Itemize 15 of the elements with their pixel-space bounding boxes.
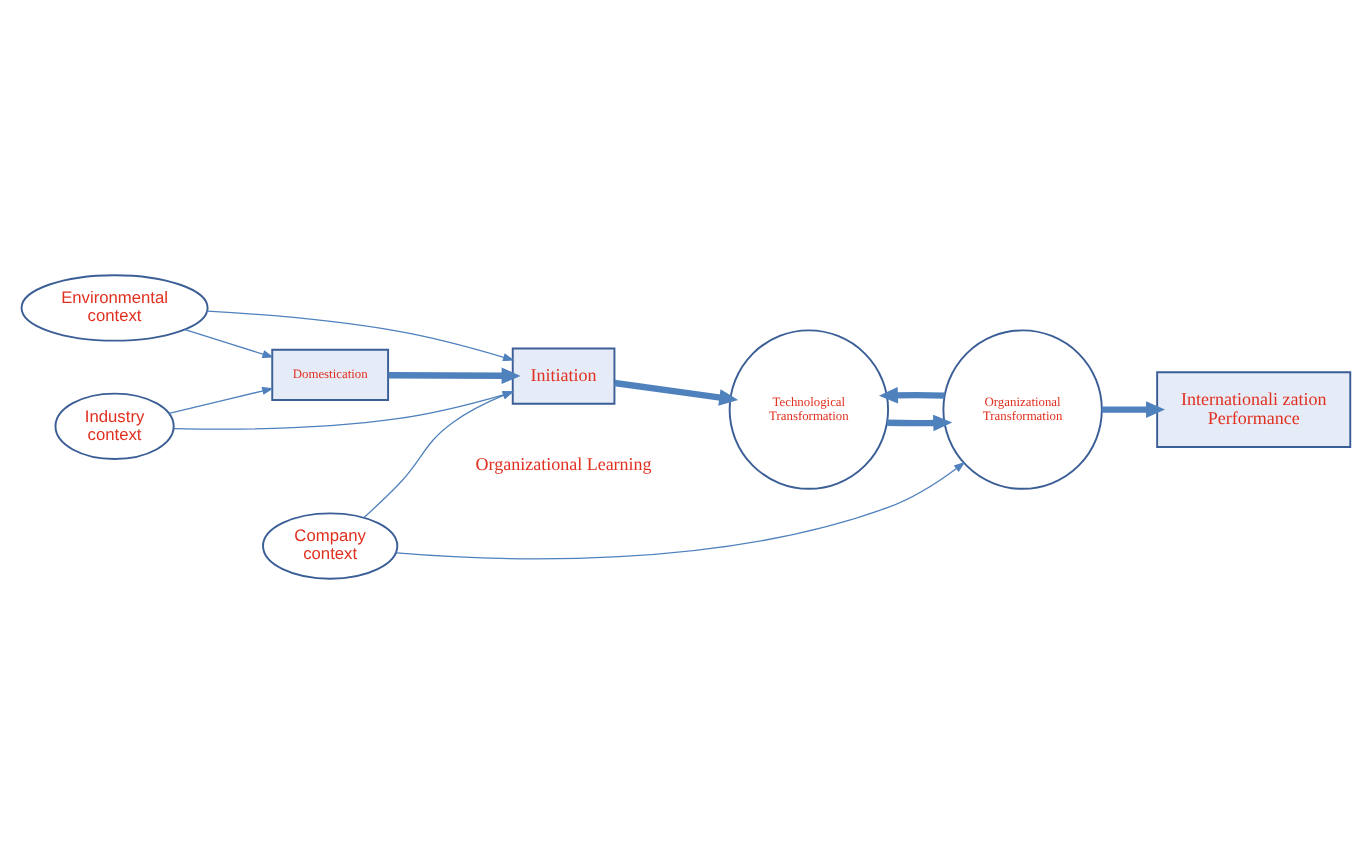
arrow [388, 366, 521, 384]
arrow [614, 378, 739, 405]
node-box: Internationali zation Performance [1156, 370, 1352, 447]
arrow [395, 460, 966, 559]
node-ellipse: Company context [262, 511, 399, 579]
arrow [184, 328, 275, 357]
arrow [886, 413, 953, 431]
arrow [168, 385, 274, 414]
arrow [878, 386, 945, 403]
node-ellipse: Industry context [54, 391, 175, 460]
node-box: Initiation [511, 346, 616, 404]
arrow [1101, 400, 1165, 417]
arrow [206, 309, 515, 361]
label: Organizational Learning [475, 452, 652, 473]
node-ellipse: Environmental context [20, 273, 209, 341]
